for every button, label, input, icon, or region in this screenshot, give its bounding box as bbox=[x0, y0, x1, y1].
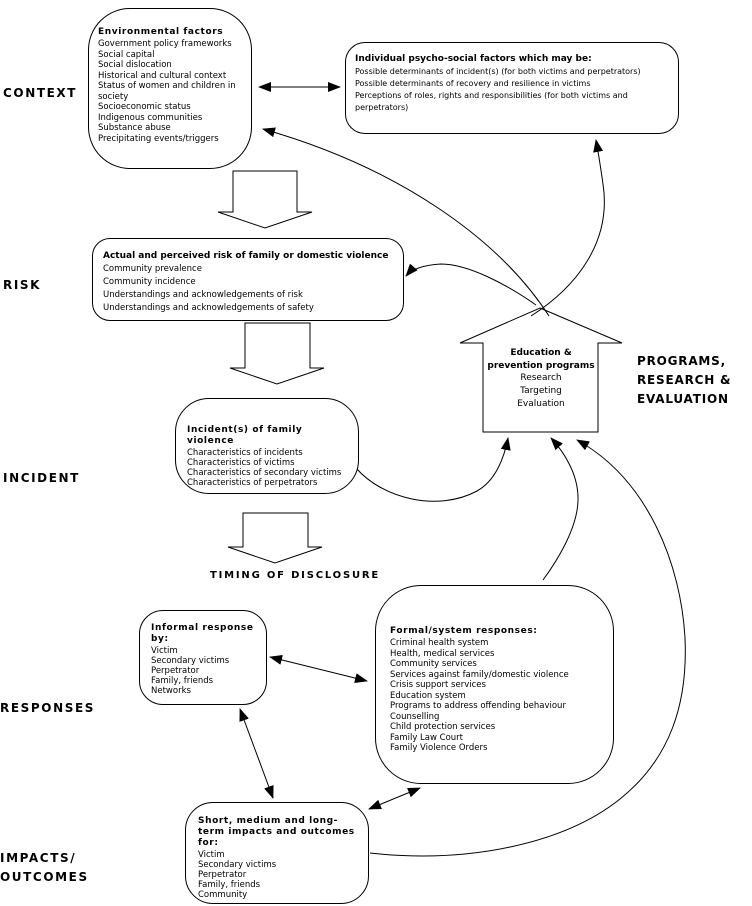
environmental-factors-title: Environmental factors bbox=[98, 27, 224, 37]
programs-research-evaluation-label: PROGRAMS, RESEARCH & EVALUATION bbox=[637, 354, 732, 406]
informal-response-title: Informal response by: bbox=[151, 623, 254, 644]
environmental-factors-items: Government policy frameworks Social capi… bbox=[98, 39, 236, 144]
down-arrow-risk-to-incident-icon bbox=[229, 322, 325, 385]
formal-responses-title: Formal/system responses: bbox=[390, 626, 538, 636]
connector-impacts-to-programs bbox=[369, 439, 686, 857]
stage-label-impacts-outcomes: IMPACTS/ OUTCOMES bbox=[0, 851, 89, 884]
risk-box: Actual and perceived risk of family or d… bbox=[92, 238, 404, 321]
programs-arrow-text: Education & prevention programs Research… bbox=[476, 347, 606, 411]
down-arrow-incident-to-timing-icon bbox=[227, 512, 323, 564]
individual-factors-box: Individual psycho-social factors which m… bbox=[345, 42, 679, 134]
connector-formal-impacts bbox=[368, 787, 421, 810]
connector-informal-formal bbox=[269, 655, 368, 683]
formal-responses-box: Formal/system responses: Criminal health… bbox=[375, 585, 614, 784]
stage-label-responses: RESPONSES bbox=[0, 701, 96, 715]
impacts-outcomes-title: Short, medium and long-term impacts and … bbox=[198, 816, 355, 848]
connector-programs-to-risk bbox=[405, 263, 537, 306]
stage-label-context: CONTEXT bbox=[3, 86, 78, 100]
connector-informal-impacts bbox=[239, 708, 274, 799]
impacts-outcomes-items: Victim Secondary victims Perpetrator Fam… bbox=[198, 850, 277, 900]
programs-arrow-items: Research Targeting Evaluation bbox=[517, 373, 565, 409]
stage-label-incident: INCIDENT bbox=[3, 471, 80, 485]
formal-responses-items: Criminal health system Health, medical s… bbox=[390, 638, 569, 753]
environmental-factors-box: Environmental factors Government policy … bbox=[88, 8, 252, 169]
stage-label-risk: RISK bbox=[3, 278, 42, 292]
informal-response-box: Informal response by: Victim Secondary v… bbox=[139, 610, 267, 705]
programs-up-arrow-icon bbox=[459, 307, 623, 433]
connector-formal-to-programs bbox=[542, 437, 579, 581]
individual-factors-title: Individual psycho-social factors which m… bbox=[355, 54, 592, 64]
incident-box: Incident(s) of family violence Character… bbox=[175, 398, 359, 494]
programs-arrow-title: Education & prevention programs bbox=[487, 348, 595, 371]
down-arrow-context-to-risk-icon bbox=[217, 170, 313, 229]
connector-programs-to-individual bbox=[530, 139, 605, 317]
risk-items: Community prevalence Community incidence… bbox=[103, 264, 314, 313]
informal-response-items: Victim Secondary victims Perpetrator Fam… bbox=[151, 646, 230, 696]
timing-of-disclosure-label: TIMING OF DISCLOSURE bbox=[210, 570, 381, 581]
connector-programs-to-environmental bbox=[262, 127, 550, 317]
risk-title: Actual and perceived risk of family or d… bbox=[103, 251, 389, 261]
individual-factors-items: Possible determinants of incident(s) (fo… bbox=[355, 67, 641, 112]
connector-incident-to-programs bbox=[355, 437, 511, 502]
incident-items: Characteristics of incidents Characteris… bbox=[187, 448, 342, 488]
impacts-outcomes-box: Short, medium and long-term impacts and … bbox=[185, 802, 369, 904]
incident-title: Incident(s) of family violence bbox=[187, 425, 303, 446]
